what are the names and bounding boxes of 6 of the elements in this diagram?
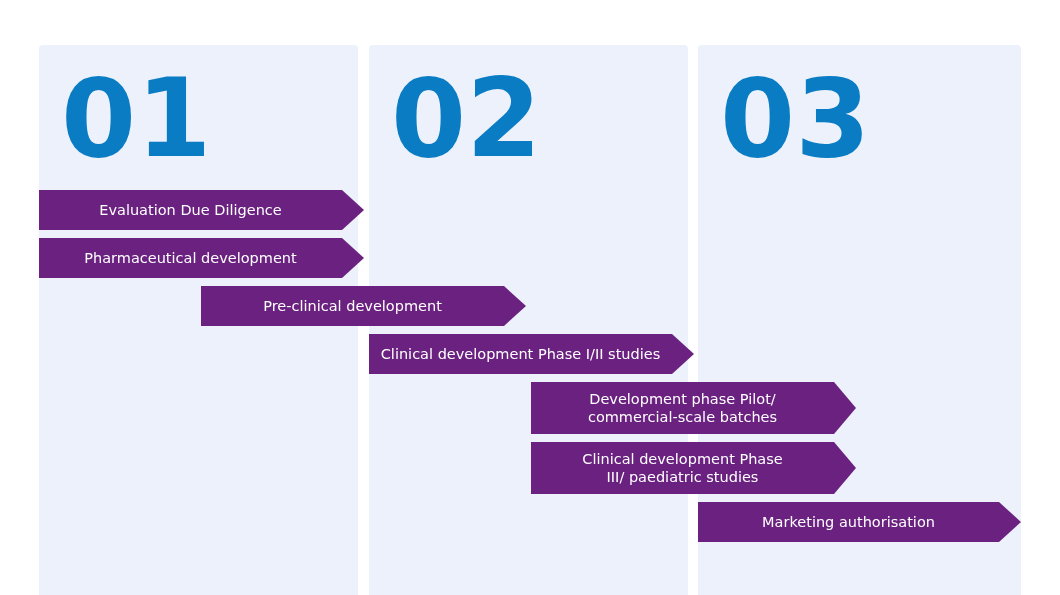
phase-bar: Pre-clinical development	[201, 286, 526, 326]
phase-number: 01	[61, 65, 212, 173]
phase-bar: Clinical development Phase III/ paediatric studies	[531, 442, 856, 494]
phase-bar: Development phase Pilot/ commercial-scale batches	[531, 382, 856, 434]
phase-number: 03	[720, 65, 871, 173]
phase-number: 02	[391, 65, 542, 173]
